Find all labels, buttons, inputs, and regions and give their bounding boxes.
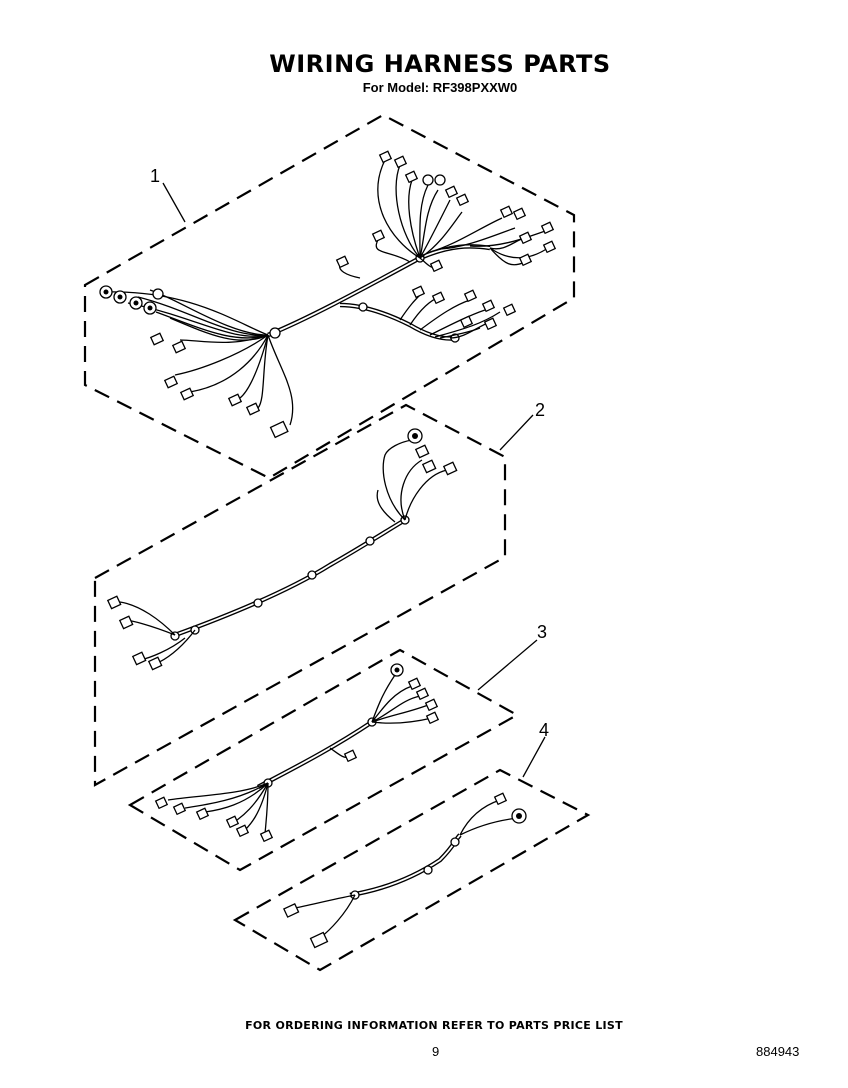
part-1-upper-right-terminals: [335, 150, 557, 273]
wiring-harness-part-3[interactable]: [127, 648, 520, 872]
part-4-frame: [232, 768, 591, 972]
part-1-lower-right-terminals: [411, 285, 517, 331]
callout-4-leader: [522, 736, 546, 778]
ordering-info-note: FOR ORDERING INFORMATION REFER TO PARTS …: [245, 1019, 623, 1032]
wiring-harness-part-2[interactable]: [93, 403, 507, 787]
callout-2: 2: [499, 400, 545, 451]
callout-4: 4: [522, 720, 549, 778]
callout-4-label: 4: [539, 720, 549, 740]
part-2-frame: [93, 403, 507, 787]
document-number: 884943: [756, 1044, 800, 1059]
callout-2-leader: [499, 414, 534, 451]
callout-1-leader: [162, 182, 186, 223]
part-1-frame: [83, 113, 576, 480]
callout-3: 3: [477, 622, 547, 691]
wiring-harness-part-1[interactable]: [83, 113, 576, 480]
page-number: 9: [432, 1044, 440, 1059]
wiring-harness-part-4[interactable]: [232, 768, 591, 972]
callout-1: 1: [150, 166, 186, 223]
callout-1-label: 1: [150, 166, 160, 186]
part-3-frame: [127, 648, 520, 872]
model-subtitle: For Model: RF398PXXW0: [362, 80, 518, 95]
callout-2-label: 2: [535, 400, 545, 420]
part-1-left-terminals: [99, 285, 289, 439]
callout-3-label: 3: [537, 622, 547, 642]
callout-3-leader: [477, 639, 538, 691]
page-title: WIRING HARNESS PARTS: [269, 50, 611, 78]
